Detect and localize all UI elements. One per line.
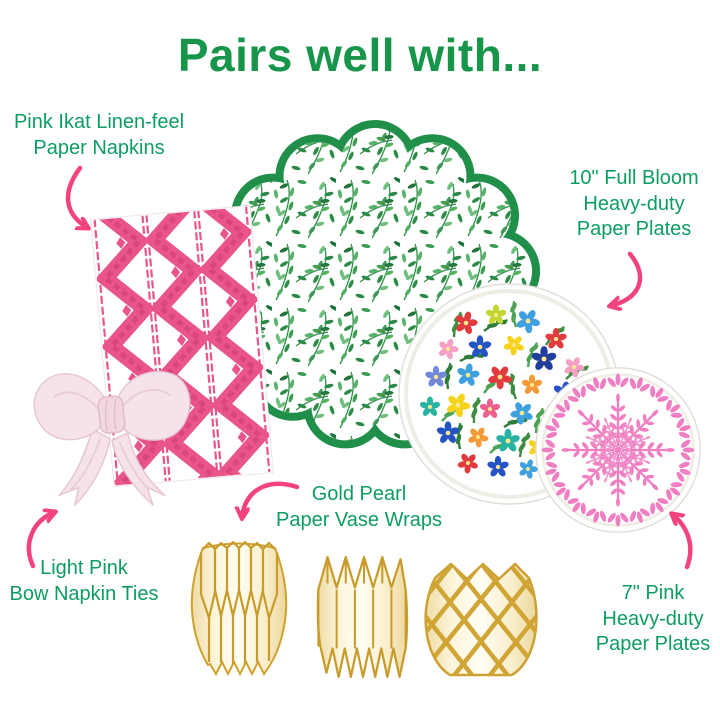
label-ikat-napkins: Pink Ikat Linen-feel Paper Napkins [6, 110, 192, 161]
gold-vase-wrap-3-image [417, 554, 545, 682]
label-vase-wraps: Gold Pearl Paper Vase Wraps [259, 482, 459, 533]
label-line: Light Pink [40, 557, 128, 579]
label-line: Paper Plates [576, 218, 692, 240]
label-line: Heavy-duty [583, 192, 685, 215]
gold-vase-wrap-1-image [186, 534, 292, 682]
page-title: Pairs well with... [177, 29, 543, 81]
arrow-to-ikat-napkin [65, 165, 88, 228]
label-line: Heavy-duty [602, 607, 704, 630]
label-line: 10" Full Bloom [569, 167, 699, 189]
pink-mandala-paper-plate-image [531, 363, 705, 537]
label-bow-napkin-ties: Light Pink Bow Napkin Ties [0, 556, 168, 607]
label-line: Paper Napkins [33, 136, 165, 159]
light-pink-bow-image [22, 340, 198, 508]
label-line: 7" Pink [621, 582, 685, 604]
label-line: Bow Napkin Ties [9, 582, 159, 605]
gold-vase-wrap-2-image [312, 549, 412, 685]
label-line: Pink Ikat Linen-feel [13, 111, 185, 133]
label-line: Gold Pearl [311, 483, 407, 505]
label-line: Paper Plates [595, 633, 711, 655]
label-full-bloom-plates: 10" Full Bloom Heavy-duty Paper Plates [554, 166, 714, 243]
pink-ikat-napkin-image [87, 204, 278, 488]
label-line: Paper Vase Wraps [275, 508, 442, 531]
label-pink-plates: 7" Pink Heavy-duty Paper Plates [573, 581, 720, 658]
